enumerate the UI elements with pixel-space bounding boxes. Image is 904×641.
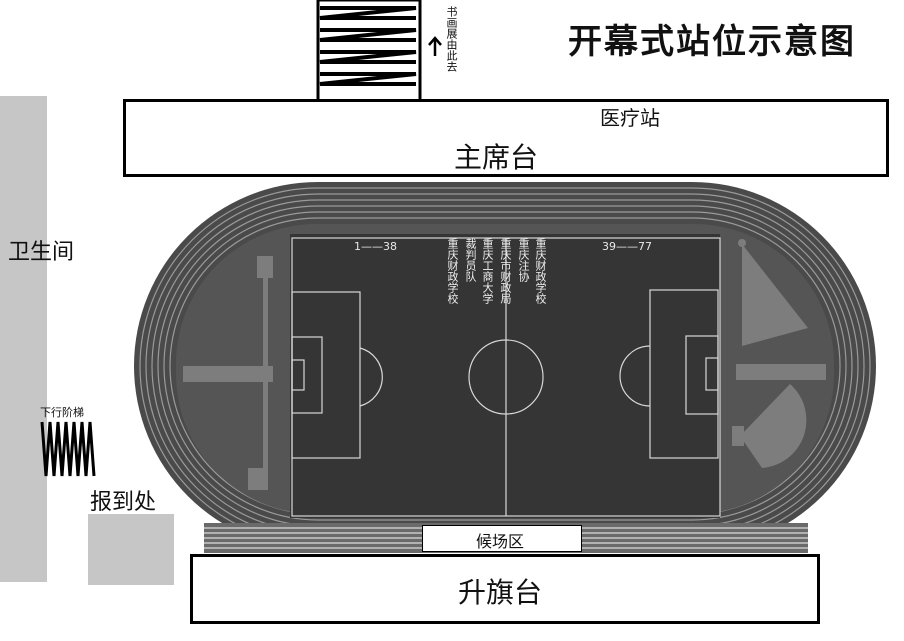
main-stand-label: 主席台 bbox=[454, 141, 539, 174]
football-pitch bbox=[290, 234, 720, 518]
registration-area bbox=[88, 514, 174, 585]
unit-label-5: 重庆注协 bbox=[517, 238, 530, 282]
flag-platform bbox=[190, 554, 820, 624]
book-exhibit-direction-label: 书画展由此去 bbox=[445, 6, 458, 72]
main-stand bbox=[123, 99, 889, 177]
waiting-area bbox=[422, 525, 582, 552]
unit-label-1: 重庆财政学校 bbox=[446, 238, 459, 304]
range-right-label: 39——77 bbox=[602, 240, 652, 253]
page-title: 开幕式站位示意图 bbox=[568, 22, 856, 62]
registration-label: 报到处 bbox=[90, 490, 157, 515]
waiting-area-label: 候场区 bbox=[476, 532, 525, 551]
down-stairs-icon bbox=[40, 421, 96, 477]
range-left-label: 1——38 bbox=[354, 240, 397, 253]
arrow-up-icon bbox=[428, 36, 442, 56]
top-stairway bbox=[316, 0, 422, 104]
medical-station-label: 医疗站 bbox=[600, 106, 660, 130]
down-stairs-label: 下行阶梯 bbox=[40, 406, 84, 419]
unit-label-3: 重庆工商大学 bbox=[481, 238, 494, 304]
restroom-corridor bbox=[0, 96, 47, 582]
unit-label-2: 裁判员队 bbox=[464, 238, 477, 282]
stadium: 1——38 39——77 bbox=[134, 182, 876, 553]
unit-label-6: 重庆财政学校 bbox=[534, 238, 547, 304]
flag-platform-label: 升旗台 bbox=[458, 576, 543, 609]
unit-label-4: 重庆市财政局 bbox=[499, 238, 512, 304]
restroom-label: 卫生间 bbox=[8, 240, 75, 265]
